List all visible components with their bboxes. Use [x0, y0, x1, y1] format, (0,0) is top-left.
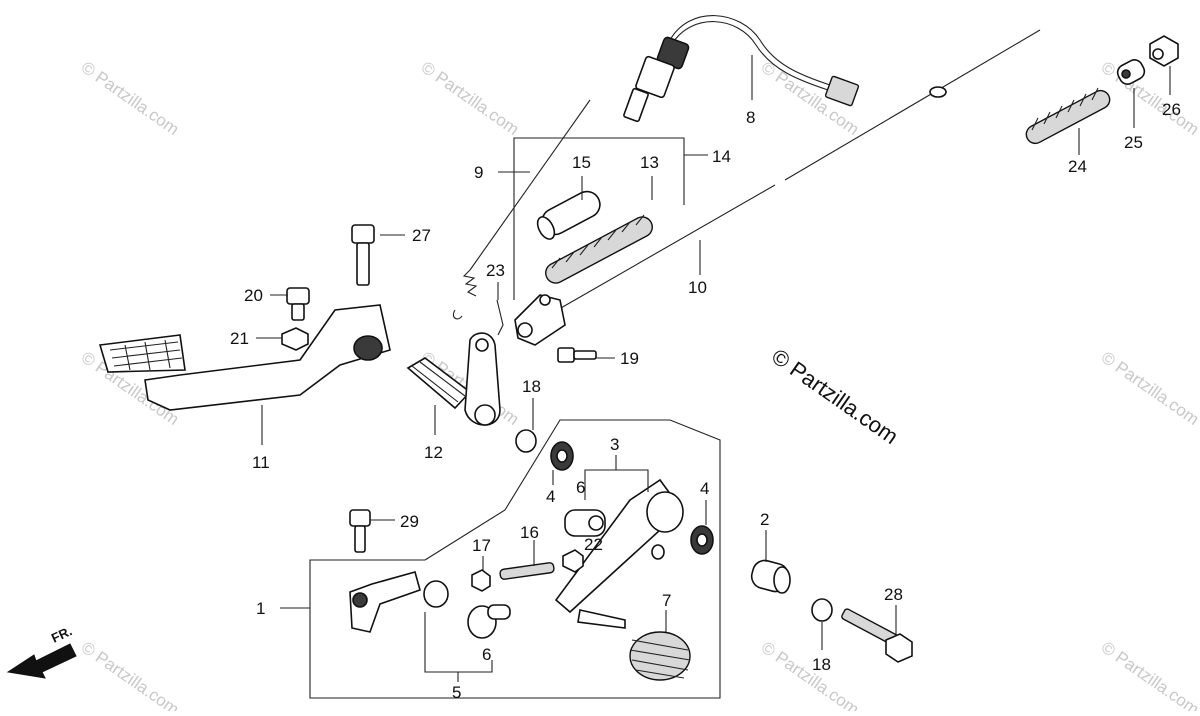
callout-21: 21: [230, 329, 249, 348]
watermark-4: © Partzilla.com: [1098, 58, 1200, 139]
watermark-2: © Partzilla.com: [418, 58, 523, 139]
part-29-bolt: [349, 509, 371, 553]
part-28-bolt: [841, 608, 913, 663]
part-15-collar: [536, 190, 601, 240]
part-19-bolt: [557, 347, 597, 363]
callout-6a: 6: [576, 478, 585, 497]
part-10-brake-rod: [514, 29, 1041, 346]
part-16-tie-rod: [499, 562, 555, 580]
part-6b-joint: [467, 604, 511, 639]
part-21-nut: [281, 327, 309, 351]
callout-23: 23: [486, 261, 505, 280]
callout-3: 3: [610, 435, 619, 454]
callout-17: 17: [472, 536, 491, 555]
direction-label: FR.: [49, 623, 74, 645]
callout-28: 28: [884, 585, 903, 604]
part-11-brake-pedal: [98, 304, 391, 411]
callout-27: 27: [412, 226, 431, 245]
part-9-spring: [452, 99, 591, 320]
callout-7: 7: [662, 591, 671, 610]
part-6a-joint: [564, 509, 606, 537]
part-17-nut: [471, 569, 491, 592]
watermark-7: © Partzilla.com: [1098, 348, 1200, 429]
partzilla-credit: © Partzilla.com: [767, 344, 903, 450]
callout-5: 5: [452, 683, 461, 702]
callout-14: 14: [712, 147, 731, 166]
callout-18b: 18: [812, 655, 831, 674]
part-18b-washer: [811, 598, 833, 622]
watermark-9: © Partzilla.com: [758, 638, 863, 711]
watermark-1: © Partzilla.com: [78, 58, 183, 139]
callout-8: 8: [746, 108, 755, 127]
part-3-shift-arm: [554, 478, 684, 629]
part-25-collar: [1116, 59, 1146, 85]
callout-13: 13: [640, 153, 659, 172]
callout-1: 1: [256, 599, 265, 618]
callout-26: 26: [1162, 100, 1181, 119]
part-2-collar: [750, 559, 791, 594]
part-4b-bushing: [690, 525, 714, 555]
part-18a-washer: [515, 429, 537, 453]
callout-16: 16: [520, 523, 539, 542]
callout-4b: 4: [700, 479, 709, 498]
part-20-bolt: [286, 287, 310, 321]
callout-9: 9: [474, 163, 483, 182]
bracket-14: [513, 137, 685, 300]
front-direction-arrow: FR.: [6, 623, 77, 679]
leader-lines: [256, 55, 1171, 650]
callout-25: 25: [1124, 133, 1143, 152]
part-5-shift-link: [349, 571, 449, 633]
callout-19: 19: [620, 349, 639, 368]
part-7-shift-rubber: [629, 631, 691, 681]
part-8-brake-switch: [623, 15, 860, 123]
callout-10: 10: [688, 278, 707, 297]
callout-20: 20: [244, 286, 263, 305]
part-26-nut: [1149, 35, 1179, 67]
part-4a-bushing: [550, 441, 574, 471]
watermark-10: © Partzilla.com: [1098, 638, 1200, 711]
callout-15: 15: [572, 153, 591, 172]
callout-12: 12: [424, 443, 443, 462]
callout-22: 22: [584, 535, 603, 554]
part-23-cotter-pin: [496, 299, 504, 336]
callout-11: 11: [252, 453, 270, 472]
callout-29: 29: [400, 512, 419, 531]
callout-24: 24: [1068, 157, 1087, 176]
part-27-bolt: [351, 224, 375, 286]
part-13-spring: [545, 214, 653, 284]
callout-2: 2: [760, 510, 769, 529]
callout-4a: 4: [546, 487, 555, 506]
assembly-bracket-1: [309, 419, 721, 699]
callout-labels: 1 2 3 4 4 5 6 6 7 8 9 10 11 12 13 14 15 …: [230, 100, 1181, 702]
part-12-brake-arm: [406, 332, 501, 426]
part-24-spring: [1025, 87, 1111, 145]
watermark-8: © Partzilla.com: [78, 638, 183, 711]
part-22-nut: [562, 549, 584, 573]
callout-6b: 6: [482, 645, 491, 664]
callout-18a: 18: [522, 377, 541, 396]
